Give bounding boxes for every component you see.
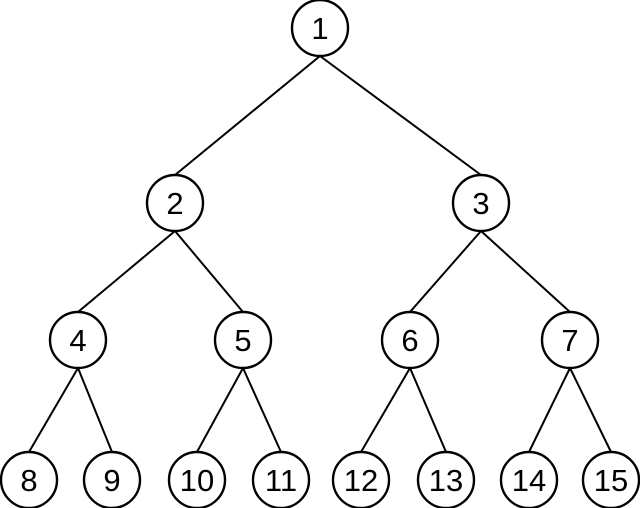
node-label-12: 12: [344, 463, 378, 498]
tree-edge-5-11: [242, 367, 282, 453]
node-circle-6: [380, 310, 440, 370]
node-label-10: 10: [180, 463, 214, 498]
node-circle-8: [0, 450, 59, 508]
node-label-15: 15: [594, 463, 628, 498]
tree-edge-1-3: [319, 55, 482, 176]
tree-node-8: 8: [0, 450, 59, 508]
node-label-11: 11: [265, 463, 297, 498]
node-label-2: 2: [166, 186, 183, 221]
node-label-3: 3: [472, 186, 489, 221]
node-circle-9: [82, 450, 142, 508]
tree-node-10: 10: [167, 450, 227, 508]
node-label-8: 8: [20, 463, 37, 498]
tree-edge-6-12: [360, 367, 411, 453]
node-circle-7: [540, 310, 600, 370]
node-circle-14: [499, 450, 559, 508]
tree-edge-4-8: [28, 367, 79, 453]
tree-edge-3-7: [480, 230, 571, 313]
tree-node-12: 12: [331, 450, 391, 508]
tree-edge-6-13: [409, 367, 447, 453]
tree-edge-7-15: [569, 367, 612, 453]
tree-node-9: 9: [82, 450, 142, 508]
node-label-4: 4: [69, 323, 86, 358]
node-label-5: 5: [234, 323, 251, 358]
node-circle-13: [416, 450, 476, 508]
tree-node-11: 11: [251, 450, 311, 508]
tree-edge-3-6: [409, 230, 482, 313]
node-circle-11: [251, 450, 311, 508]
tree-edge-1-2: [174, 55, 321, 176]
tree-node-5: 5: [213, 310, 273, 370]
tree-node-3: 3: [451, 173, 511, 233]
node-circle-5: [213, 310, 273, 370]
node-label-9: 9: [103, 463, 120, 498]
tree-edge-4-9: [77, 367, 113, 453]
tree-node-13: 13: [416, 450, 476, 508]
tree-edge-5-10: [196, 367, 244, 453]
tree-node-4: 4: [48, 310, 108, 370]
node-circle-3: [451, 173, 511, 233]
node-circle-15: [581, 450, 640, 508]
node-circle-2: [145, 173, 205, 233]
tree-node-1: 1: [290, 0, 350, 58]
node-circle-10: [167, 450, 227, 508]
node-label-13: 13: [429, 463, 463, 498]
node-circle-12: [331, 450, 391, 508]
tree-node-7: 7: [540, 310, 600, 370]
tree-node-2: 2: [145, 173, 205, 233]
node-circle-4: [48, 310, 108, 370]
tree-node-15: 15: [581, 450, 640, 508]
tree-edge-7-14: [528, 367, 571, 453]
node-label-14: 14: [512, 463, 546, 498]
node-label-7: 7: [561, 323, 578, 358]
tree-node-14: 14: [499, 450, 559, 508]
edge-layer: [28, 55, 612, 453]
tree-edge-2-5: [174, 230, 244, 313]
tree-edge-2-4: [77, 230, 176, 313]
tree-node-6: 6: [380, 310, 440, 370]
node-label-6: 6: [401, 323, 418, 358]
node-label-1: 1: [311, 11, 328, 46]
node-circle-1: [290, 0, 350, 58]
